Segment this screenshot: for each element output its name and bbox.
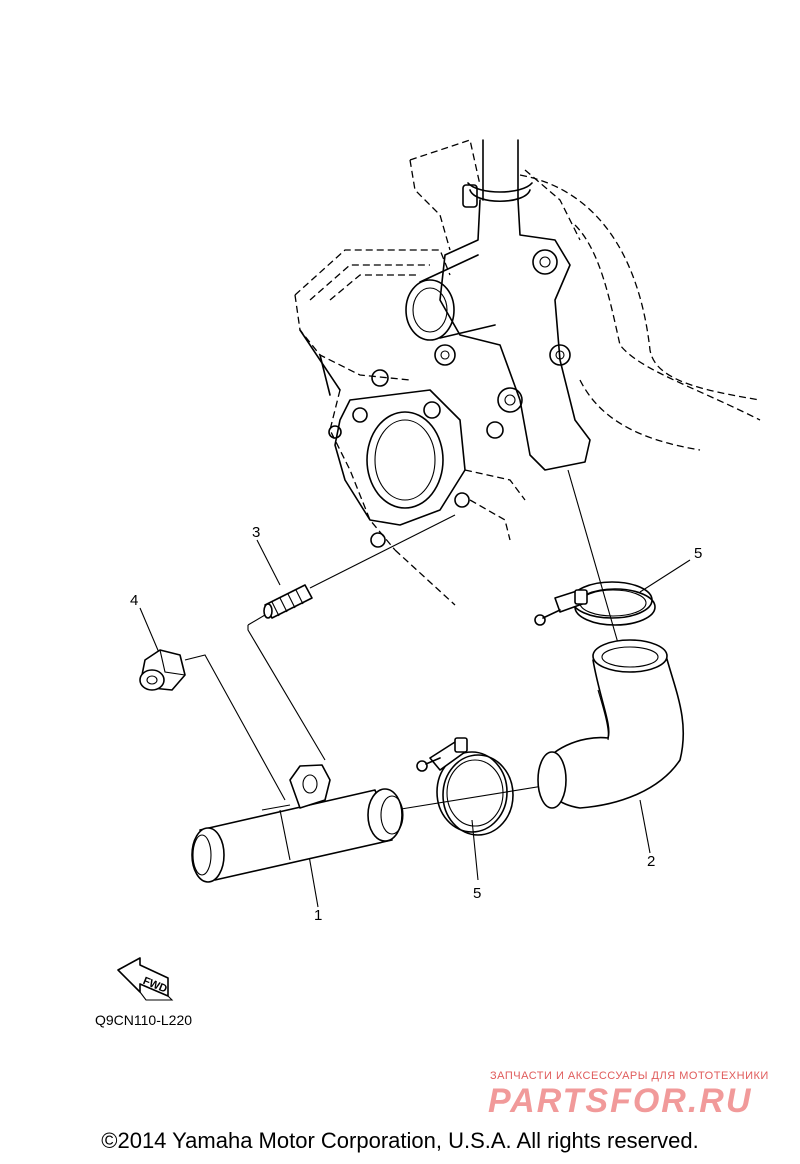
hose-clamp-part-5-upper [534, 581, 656, 626]
callout-4: 4 [130, 592, 138, 609]
callout-1: 1 [314, 907, 322, 924]
copyright-footer: ©2014 Yamaha Motor Corporation, U.S.A. A… [101, 1128, 699, 1153]
stud-bolt-part-3 [263, 584, 313, 619]
callout-2: 2 [647, 853, 655, 870]
water-pump-body [299, 139, 591, 548]
elbow-hose-part-2 [537, 639, 685, 809]
callout-5-lower: 5 [473, 885, 481, 902]
callout-5-upper: 5 [694, 545, 702, 562]
engine-housing [294, 139, 761, 606]
callout-3: 3 [252, 524, 260, 541]
watermark-logo: PARTSFOR.RU [488, 1082, 753, 1120]
figure-code: Q9CN110-L220 [95, 1012, 192, 1028]
callout-labels: 3 4 5 5 2 1 [130, 524, 702, 924]
forward-arrow-icon: FWD [117, 957, 174, 1001]
flange-nut-part-4 [139, 649, 186, 691]
hose-clamp-part-5-lower [416, 737, 514, 836]
water-pipe-part-1 [191, 764, 404, 883]
watermark-tagline: ЗАПЧАСТИ И АКСЕССУАРЫ ДЛЯ МОТОТЕХНИКИ [490, 1070, 769, 1082]
